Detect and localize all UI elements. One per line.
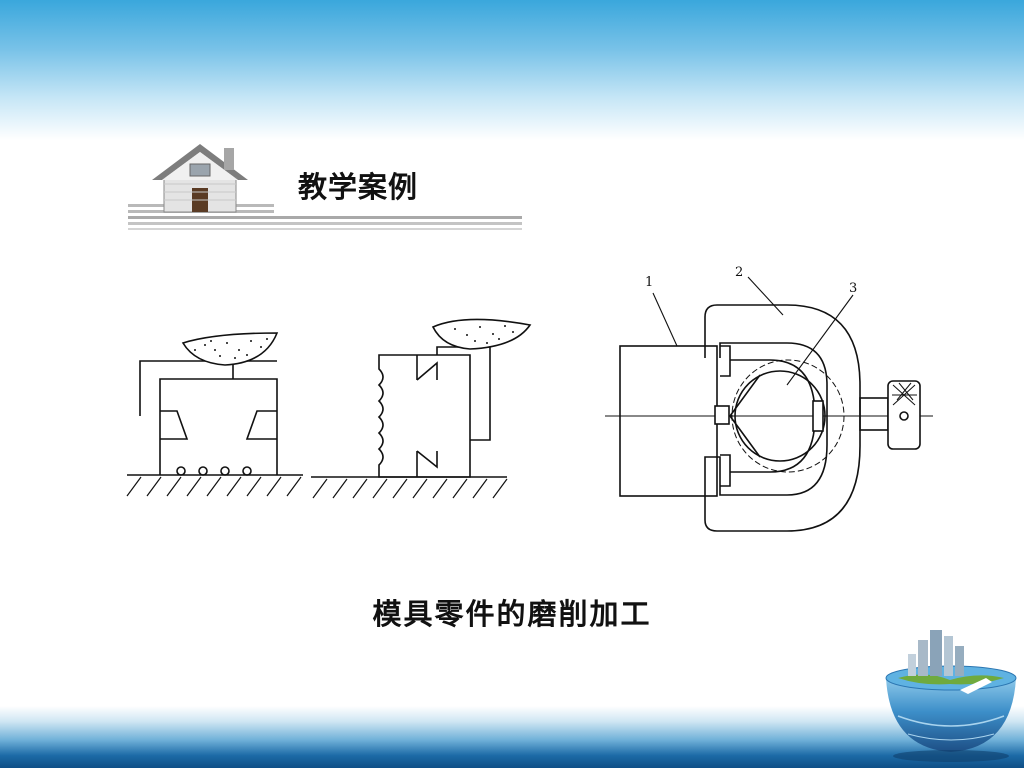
page-title: 教学案例 <box>298 170 419 204</box>
right-fixture <box>605 276 933 532</box>
figure-caption: 模具零件的磨削加工 <box>372 597 652 631</box>
grinding-diagram: 1 2 3 <box>126 265 933 532</box>
house-icon <box>152 144 248 213</box>
bottom-gradient-band <box>0 706 1024 768</box>
part-label-3: 3 <box>849 281 857 296</box>
globe-city-icon <box>885 630 1017 762</box>
top-gradient-band <box>0 0 1024 140</box>
left-workpiece <box>126 332 303 497</box>
part-label-2: 2 <box>735 265 743 280</box>
part-label-1: 1 <box>645 275 653 290</box>
middle-workpiece <box>311 318 532 499</box>
